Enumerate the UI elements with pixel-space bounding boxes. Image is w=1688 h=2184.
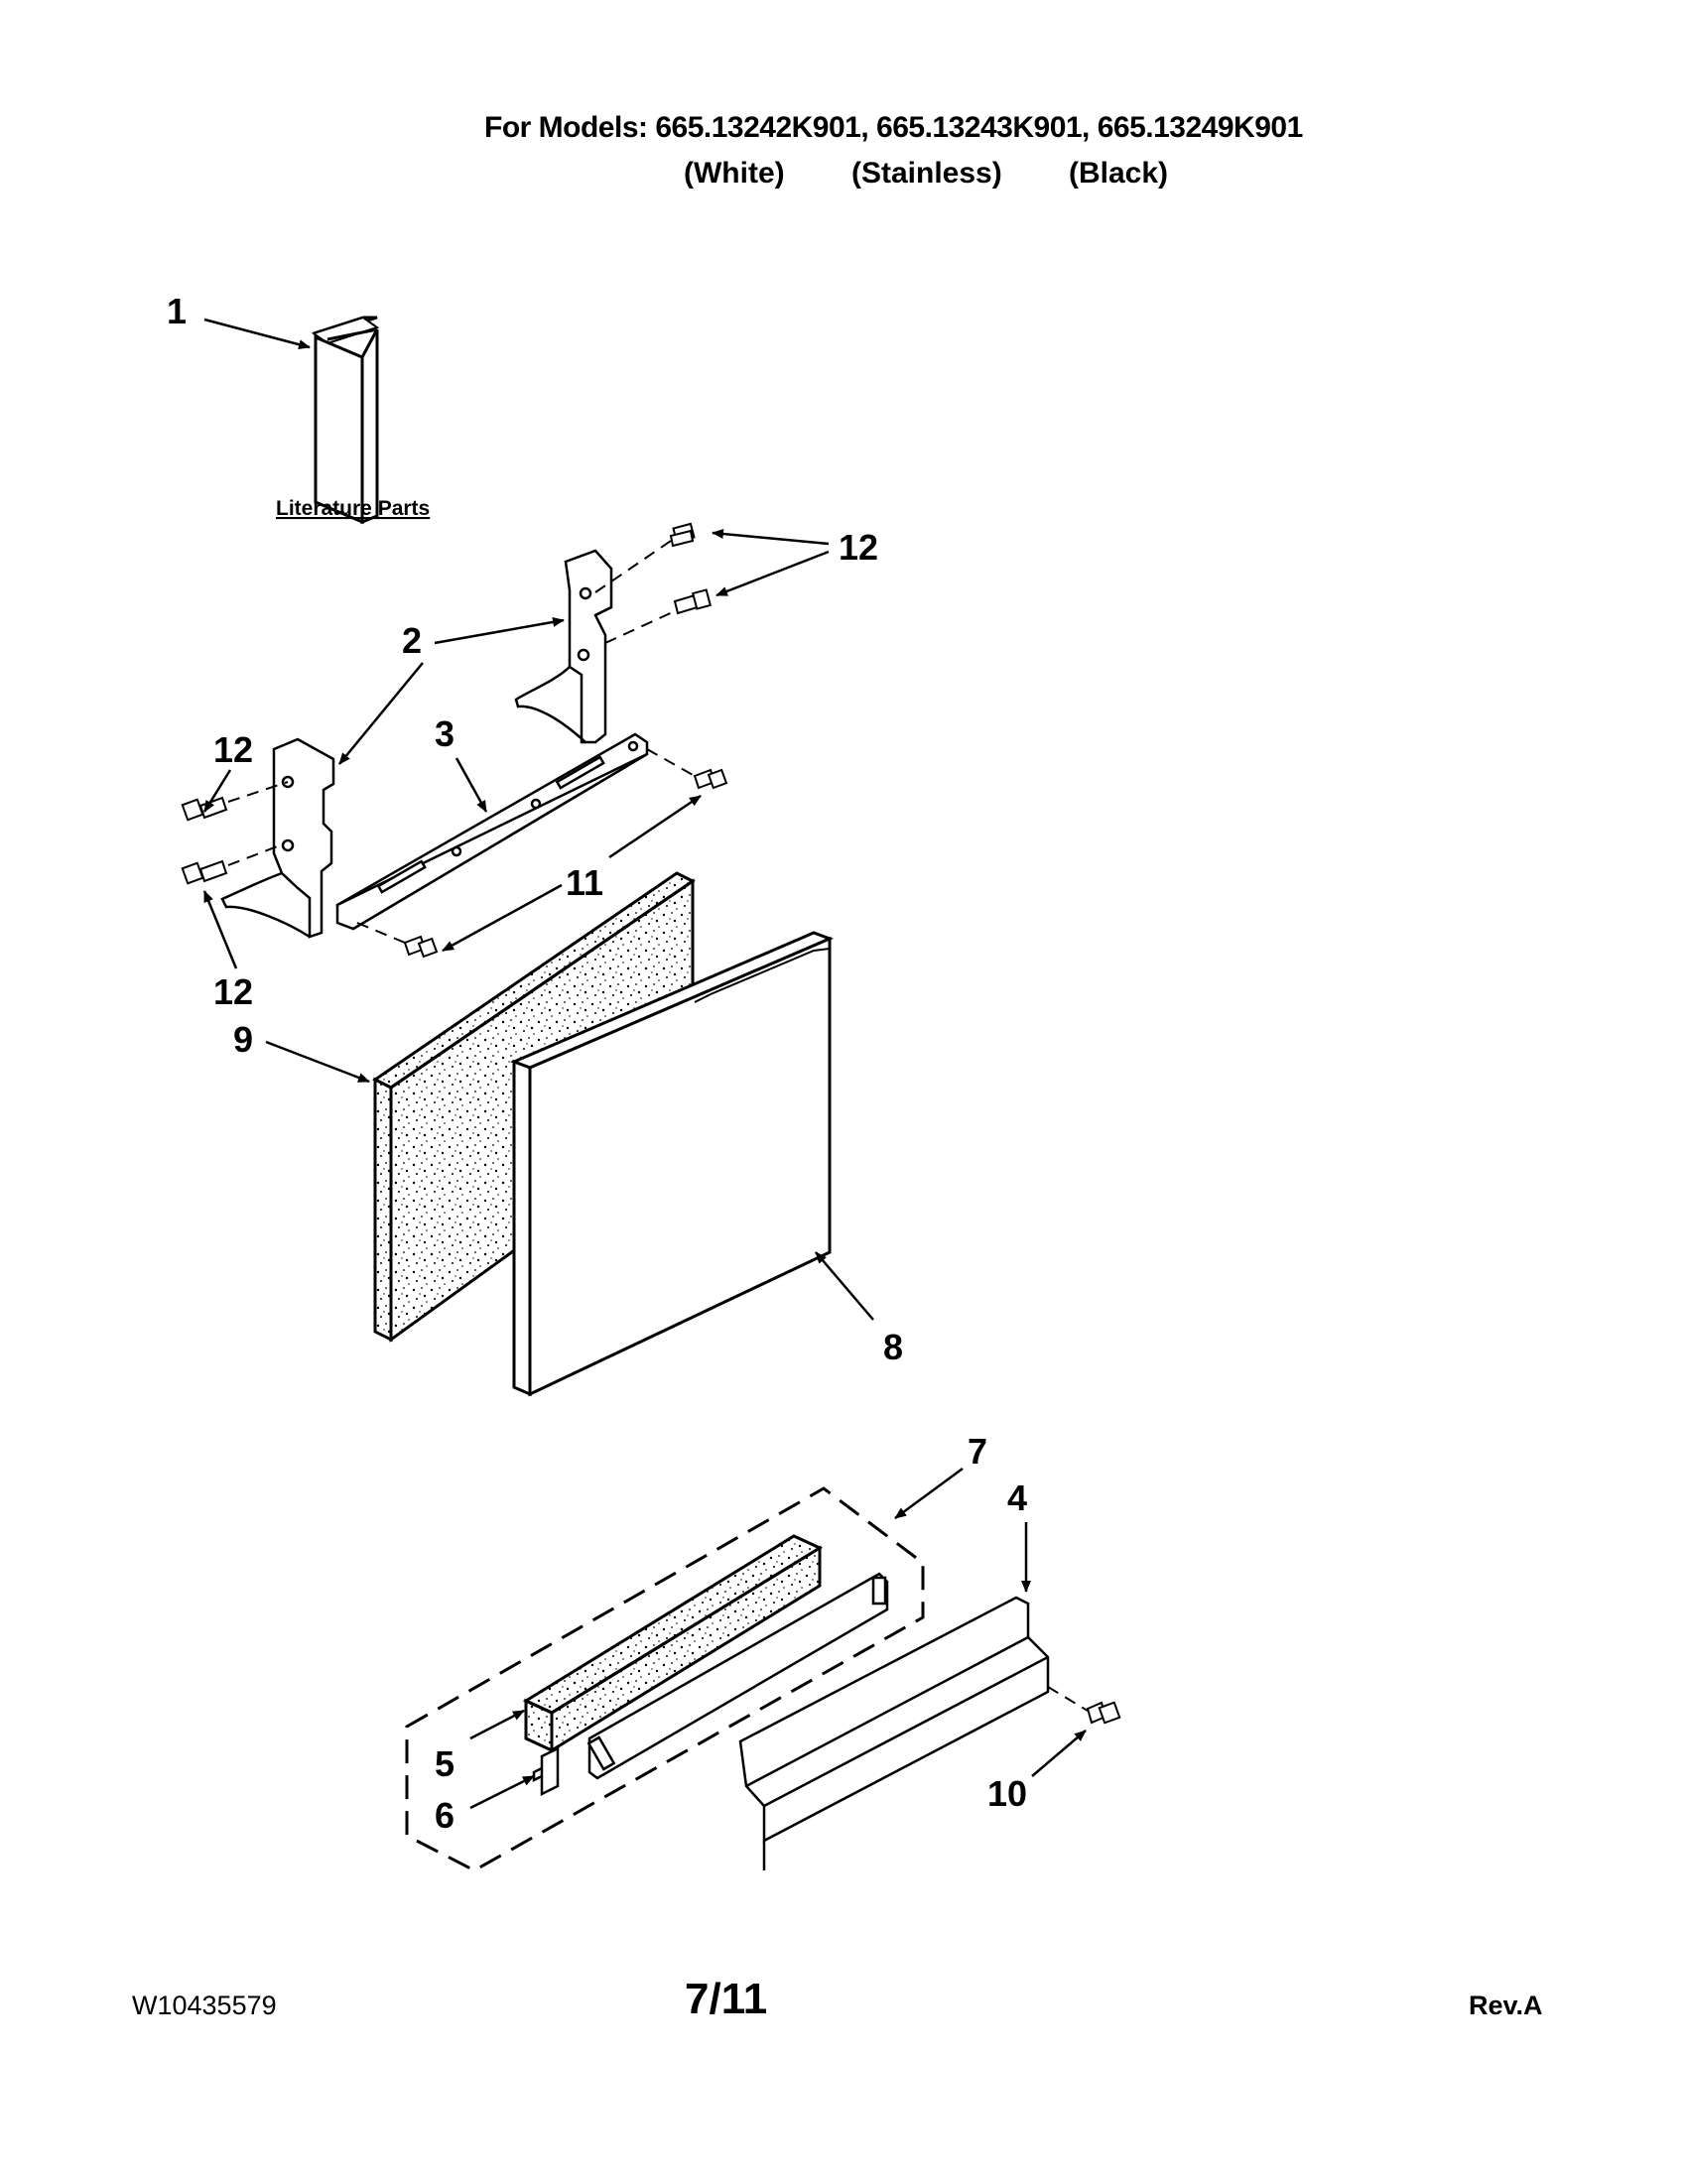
callout-6: 6 (435, 1795, 454, 1836)
variant-black: (Black) (1069, 157, 1169, 190)
door-panel (509, 931, 835, 1397)
literature-parts-label: Literature Parts (276, 497, 430, 520)
revision-label: Rev.A (1469, 1991, 1543, 2020)
callout-3: 3 (435, 713, 454, 754)
callout-1: 1 (167, 291, 187, 331)
callout-12-top: 12 (839, 527, 878, 568)
callout-12-left-bottom: 12 (213, 971, 253, 1012)
trim-channel (586, 1572, 889, 1780)
clip (532, 1745, 560, 1797)
callout-8: 8 (883, 1327, 903, 1367)
screw-upper-right-1 (669, 522, 696, 548)
screw-left-upper (181, 796, 228, 822)
variant-stainless: (Stainless) (851, 157, 1002, 190)
screw-upper-right-2 (673, 588, 713, 615)
callout-12-left-top: 12 (213, 729, 253, 770)
kit-outline (405, 1486, 925, 1872)
foam-strip (522, 1534, 824, 1753)
literature-booklet (311, 316, 380, 525)
callout-4: 4 (1007, 1477, 1027, 1518)
screw-strip-left (403, 935, 439, 959)
mounting-strip (335, 732, 649, 931)
models-line: For Models: 665.13242K901, 665.13243K901… (484, 111, 1303, 144)
screw-toe-plate (1086, 1701, 1121, 1725)
hinge-bracket-right (514, 549, 613, 744)
callout-2: 2 (402, 620, 422, 661)
callout-7: 7 (968, 1431, 987, 1472)
screw-strip-right (693, 768, 728, 790)
hinge-bracket-left (220, 737, 335, 939)
callout-10: 10 (987, 1773, 1027, 1814)
toe-plate (738, 1596, 1050, 1870)
callout-5: 5 (435, 1743, 454, 1784)
screw-left-lower (181, 859, 228, 885)
callout-11: 11 (566, 862, 603, 903)
variant-white: (White) (684, 157, 785, 190)
document-number: W10435579 (132, 1991, 277, 2020)
callout-9: 9 (233, 1019, 253, 1060)
page-number: 7/11 (685, 1975, 768, 2023)
